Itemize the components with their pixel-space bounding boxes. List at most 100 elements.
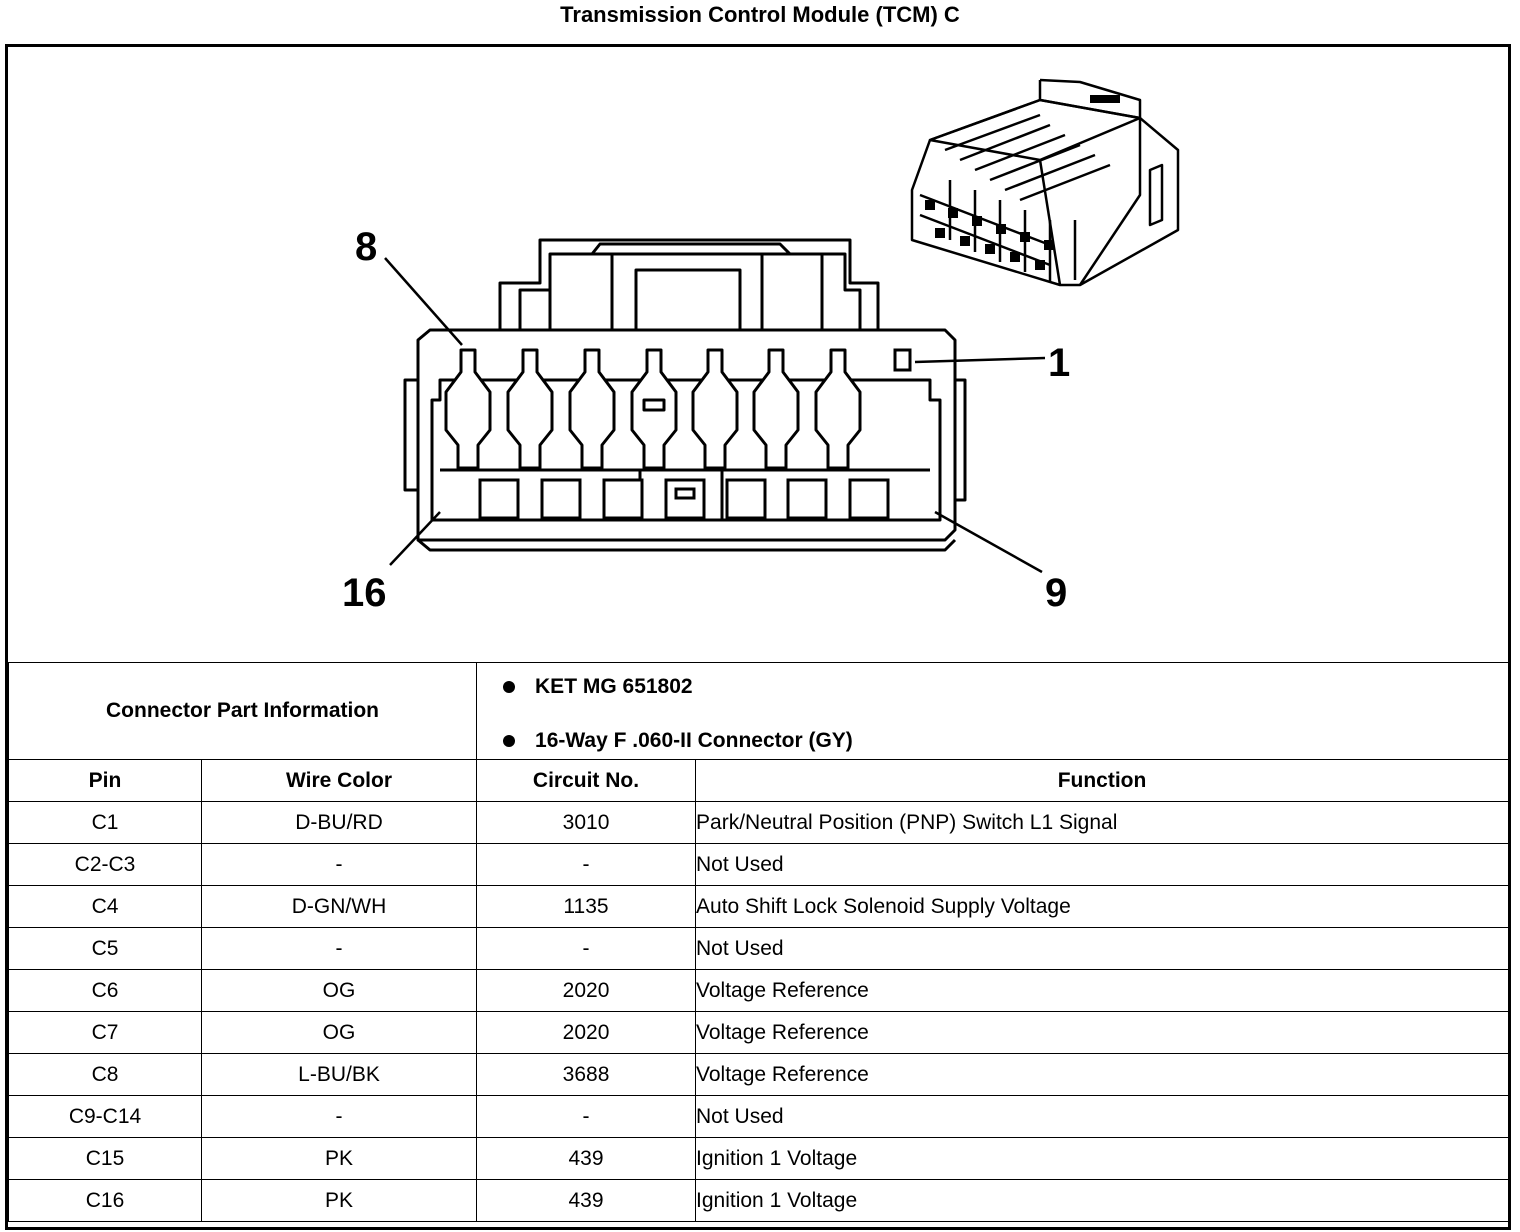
function-cell: Auto Shift Lock Solenoid Supply Voltage — [695, 885, 1510, 928]
bottom-cavity — [478, 478, 520, 520]
pin-cell: C2-C3 — [8, 843, 202, 886]
pin-cell: C7 — [8, 1011, 202, 1054]
pin-1-slot — [893, 348, 912, 372]
connector-face-drawing: 8 1 16 9 — [342, 78, 1180, 615]
pin-cell: C6 — [8, 969, 202, 1012]
column-header-function: Function — [695, 759, 1510, 802]
terminal-cavity — [691, 348, 739, 470]
diagram-title: Transmission Control Module (TCM) C — [560, 2, 960, 27]
pin-callout-9: 9 — [1045, 571, 1067, 615]
function-cell: Not Used — [695, 843, 1510, 886]
diagram-frame: 8 1 16 9 — [5, 44, 1511, 1230]
bottom-cavity — [848, 478, 890, 520]
table-row: C2-C3--Not Used — [8, 843, 1510, 886]
wire-color-cell: OG — [200, 1011, 478, 1054]
left-side-tab — [403, 378, 418, 492]
connector-top-housing — [498, 238, 880, 330]
circuit-no-cell: 3688 — [476, 1053, 697, 1096]
terminal-cavity — [506, 348, 554, 470]
column-header-wire-color: Wire Color — [200, 759, 478, 802]
wire-color-cell: - — [200, 843, 478, 886]
wire-color-cell: L-BU/BK — [200, 1053, 478, 1096]
bottom-cavity — [725, 478, 767, 520]
pin-callout-1: 1 — [1048, 341, 1070, 385]
callout-line-1 — [914, 356, 1046, 364]
pin-cell: C9-C14 — [8, 1095, 202, 1138]
terminal-cavity — [568, 348, 616, 470]
column-header-pin: Pin — [8, 759, 202, 802]
terminal-cavity — [444, 348, 492, 470]
pin-callout-8: 8 — [355, 225, 377, 269]
pin-cell: C5 — [8, 927, 202, 970]
connector-info-table: Connector Part Information KET MG 651802… — [7, 662, 1510, 1222]
pin-cell: C1 — [8, 801, 202, 844]
bottom-cavity — [664, 478, 706, 520]
function-cell: Voltage Reference — [695, 1011, 1510, 1054]
function-cell: Ignition 1 Voltage — [695, 1179, 1510, 1222]
wire-color-cell: D-BU/RD — [200, 801, 478, 844]
circuit-no-cell: 3010 — [476, 801, 697, 844]
connector-top-housing-inner — [518, 252, 862, 330]
bottom-cavity — [786, 478, 828, 520]
function-cell: Ignition 1 Voltage — [695, 1137, 1510, 1180]
table-row: C5--Not Used — [8, 927, 1510, 970]
wire-color-cell: - — [200, 927, 478, 970]
keying-window — [642, 398, 666, 412]
function-cell: Voltage Reference — [695, 1053, 1510, 1096]
table-row: C9-C14--Not Used — [8, 1095, 1510, 1138]
circuit-no-cell: 439 — [476, 1137, 697, 1180]
callout-line-16 — [389, 511, 441, 566]
function-cell: Not Used — [695, 1095, 1510, 1138]
wire-color-cell: PK — [200, 1137, 478, 1180]
circuit-no-cell: 439 — [476, 1179, 697, 1222]
part-info-item: 16-Way F .060-II Connector (GY) — [503, 727, 1508, 755]
circuit-no-cell: - — [476, 927, 697, 970]
connector-part-info-label: Connector Part Information — [7, 662, 478, 760]
column-header-circuit-no: Circuit No. — [476, 759, 697, 802]
circuit-no-cell: 2020 — [476, 1011, 697, 1054]
callout-line-8 — [384, 257, 463, 346]
pin-cell: C8 — [8, 1053, 202, 1096]
connector-3d-view — [910, 78, 1180, 287]
bullet-icon — [503, 681, 516, 693]
circuit-no-cell: - — [476, 1095, 697, 1138]
circuit-no-cell: - — [476, 843, 697, 886]
bottom-cavity — [602, 478, 644, 520]
callout-line-9 — [934, 510, 1043, 574]
wire-color-cell: - — [200, 1095, 478, 1138]
connector-description: 16-Way F .060-II Connector (GY) — [535, 729, 853, 752]
circuit-no-cell: 1135 — [476, 885, 697, 928]
pin-callout-16: 16 — [342, 571, 387, 615]
terminal-cavity — [752, 348, 800, 470]
pin-cell: C15 — [8, 1137, 202, 1180]
circuit-no-cell: 2020 — [476, 969, 697, 1012]
connector-part-info-values: KET MG 651802 16-Way F .060-II Connector… — [476, 662, 1510, 760]
wire-color-cell: OG — [200, 969, 478, 1012]
pin-cell: C16 — [8, 1179, 202, 1222]
keying-window — [674, 487, 696, 500]
connector-main-body — [416, 328, 957, 542]
function-cell: Not Used — [695, 927, 1510, 970]
connector-diagram: 8 1 16 9 — [8, 47, 1508, 662]
right-side-tab — [955, 378, 967, 502]
pin-cell: C4 — [8, 885, 202, 928]
function-cell: Voltage Reference — [695, 969, 1510, 1012]
bottom-cavity — [540, 478, 582, 520]
connector-3d-cavities — [925, 95, 1120, 270]
bullet-icon — [503, 735, 516, 747]
function-cell: Park/Neutral Position (PNP) Switch L1 Si… — [695, 801, 1510, 844]
part-info-item: KET MG 651802 — [503, 673, 1508, 701]
wire-color-cell: PK — [200, 1179, 478, 1222]
part-number: KET MG 651802 — [535, 675, 693, 698]
table-header-row: Pin Wire Color Circuit No. Function — [8, 759, 1510, 802]
terminal-cavity — [814, 348, 862, 470]
wire-color-cell: D-GN/WH — [200, 885, 478, 928]
